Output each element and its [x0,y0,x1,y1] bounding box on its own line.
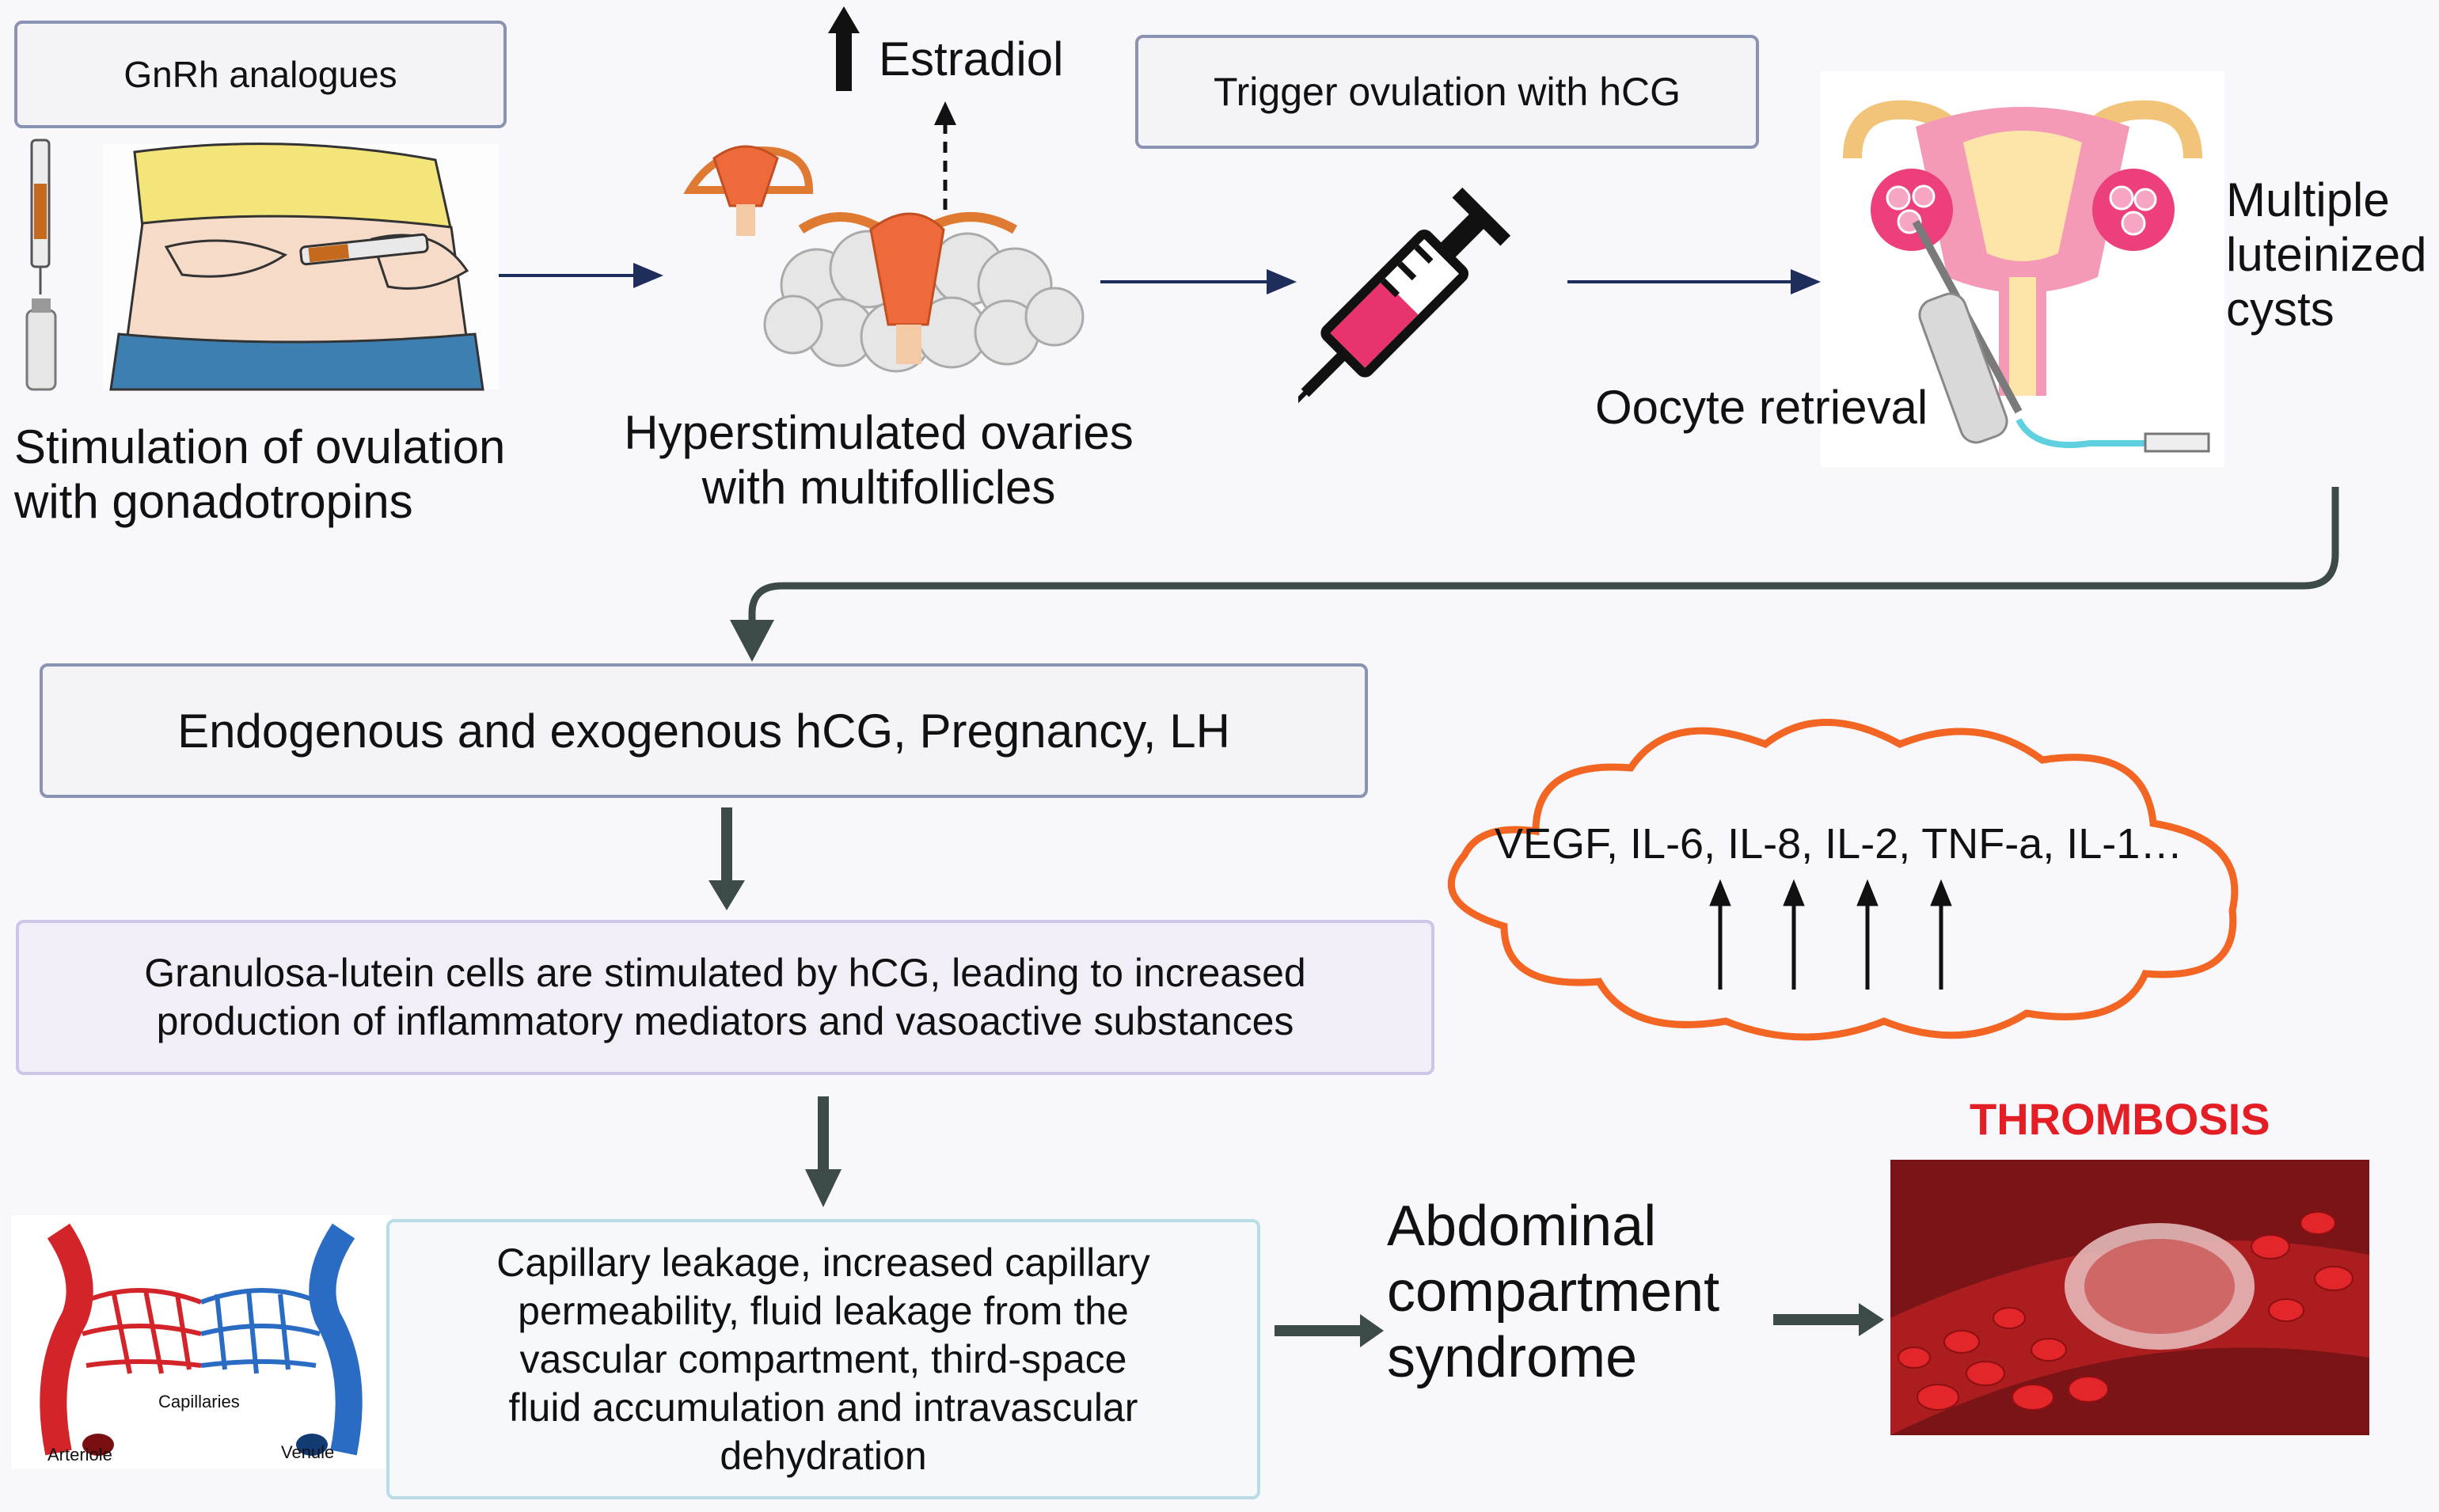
capillaries-label: Capillaries [158,1392,240,1411]
injection-illustration [24,136,507,397]
capillary-leakage-label: Capillary leakage, increased capillary p… [496,1240,1150,1478]
cytokines-label: VEGF, IL-6, IL-8, IL-2, TNF-a, IL-1… [1495,820,2183,868]
venule-label: Venule [281,1442,335,1462]
arrow-hcg-to-granulosa [709,807,745,910]
stimulation-caption: Stimulation of ovulation with gonadotrop… [14,420,506,528]
estradiol-label: Estradiol [879,32,1064,85]
arrow-capillary-to-abdominal [1275,1314,1384,1347]
arrow-ovaries-to-syringe [1100,269,1297,294]
gnrh-analogues-label: GnRh analogues [123,54,397,95]
arrow-estradiol-dashed [934,101,956,210]
granulosa-cells-box: Granulosa-lutein cells are stimulated by… [16,920,1434,1075]
thrombosis-label: THROMBOSIS [1970,1094,2270,1144]
ovaries-illustration [667,103,1094,388]
abdominal-compartment-label: Abdominal compartment syndrome [1387,1195,1720,1389]
hcg-sources-label: Endogenous and exogenous hCG, Pregnancy,… [177,704,1230,758]
granulosa-cells-label: Granulosa-lutein cells are stimulated by… [144,951,1306,1043]
arrow-abdominal-to-thrombosis [1773,1303,1884,1336]
uterus-retrieval-illustration [1821,71,2224,467]
thrombosis-image [1890,1160,2369,1435]
arrow-stim-to-ovaries [475,263,663,288]
cytokine-cloud [1409,712,2248,1045]
capillary-leakage-box: Capillary leakage, increased capillary p… [386,1219,1260,1499]
cytokine-up-arrows [1709,879,1952,990]
ovaries-caption: Hyperstimulated ovaries with multifollic… [624,406,1134,514]
syringe-icon [1278,158,1536,420]
arteriole-label: Arteriole [47,1445,112,1465]
arrow-granulosa-to-capillary [805,1096,841,1207]
return-loop-arrow [730,487,2339,662]
oocyte-retrieval-caption: Oocyte retrieval [1595,381,1928,434]
trigger-ovulation-label: Trigger ovulation with hCG [1213,70,1681,114]
luteinized-cysts-label: Multiple luteinized cysts [2226,173,2427,336]
arrow-estradiol-up [828,6,860,91]
hcg-sources-box: Endogenous and exogenous hCG, Pregnancy,… [40,663,1368,798]
capillary-network-illustration [11,1215,391,1468]
gnrh-analogues-box: GnRh analogues [14,21,507,128]
trigger-ovulation-box: Trigger ovulation with hCG [1135,35,1759,149]
arrow-syringe-to-uterus [1567,269,1821,294]
